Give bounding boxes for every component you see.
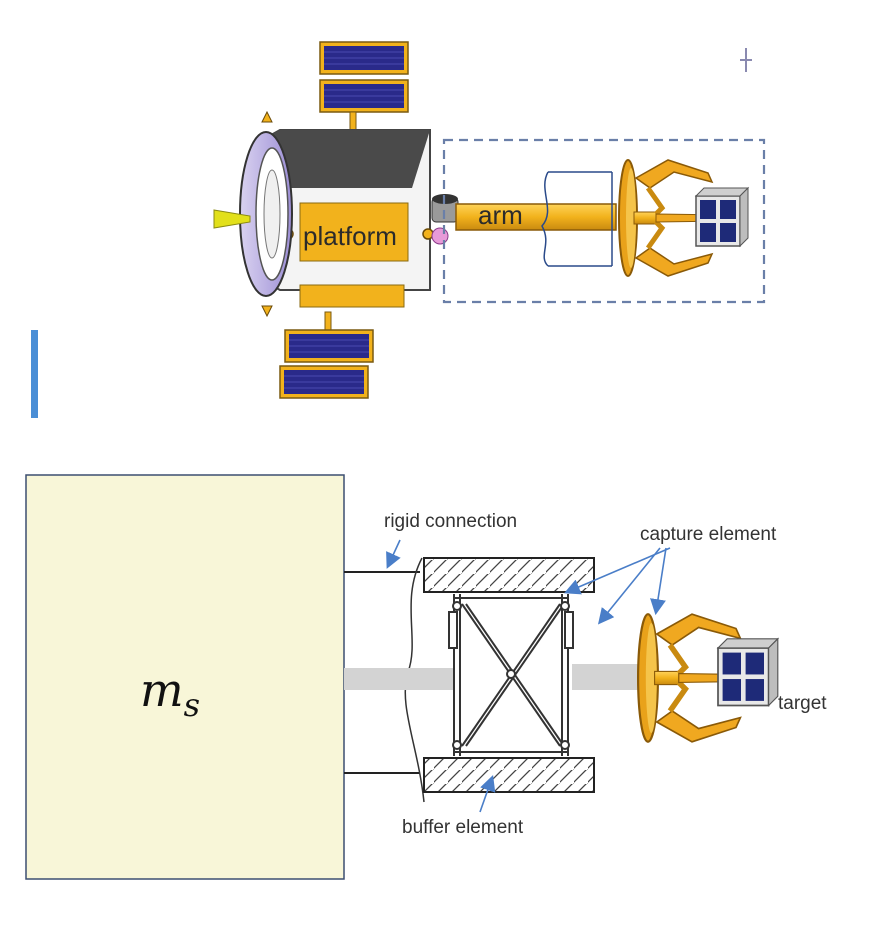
- lower-solar-array: [279, 311, 374, 399]
- mass-block: [25, 474, 345, 880]
- buffer-element-label: buffer element: [402, 817, 524, 838]
- outer-shaft: [572, 664, 640, 690]
- mass-symbol: ms: [140, 663, 200, 724]
- capture-element-label: capture element: [640, 524, 777, 545]
- distant-object-icon: [740, 48, 752, 72]
- top-target-satellite: [695, 187, 749, 247]
- buffer-element: [448, 594, 574, 756]
- bottom-target-satellite: [717, 637, 779, 707]
- docking-ring: [213, 110, 293, 318]
- platform-body: [261, 129, 434, 308]
- inner-shaft: [344, 668, 454, 690]
- accent-bar: [31, 330, 38, 418]
- target-label: target: [778, 693, 827, 714]
- spacecraft-illustration: platform arm: [213, 41, 766, 399]
- platform-label: platform: [303, 221, 397, 251]
- arm-label: arm: [478, 200, 523, 230]
- mass-subscript: s: [184, 686, 200, 724]
- rigid-connection-label: rigid connection: [384, 511, 517, 532]
- mechanical-model-diagram: ms: [25, 474, 827, 880]
- robotic-arm: [455, 171, 617, 267]
- annotation-arrows: [386, 539, 671, 813]
